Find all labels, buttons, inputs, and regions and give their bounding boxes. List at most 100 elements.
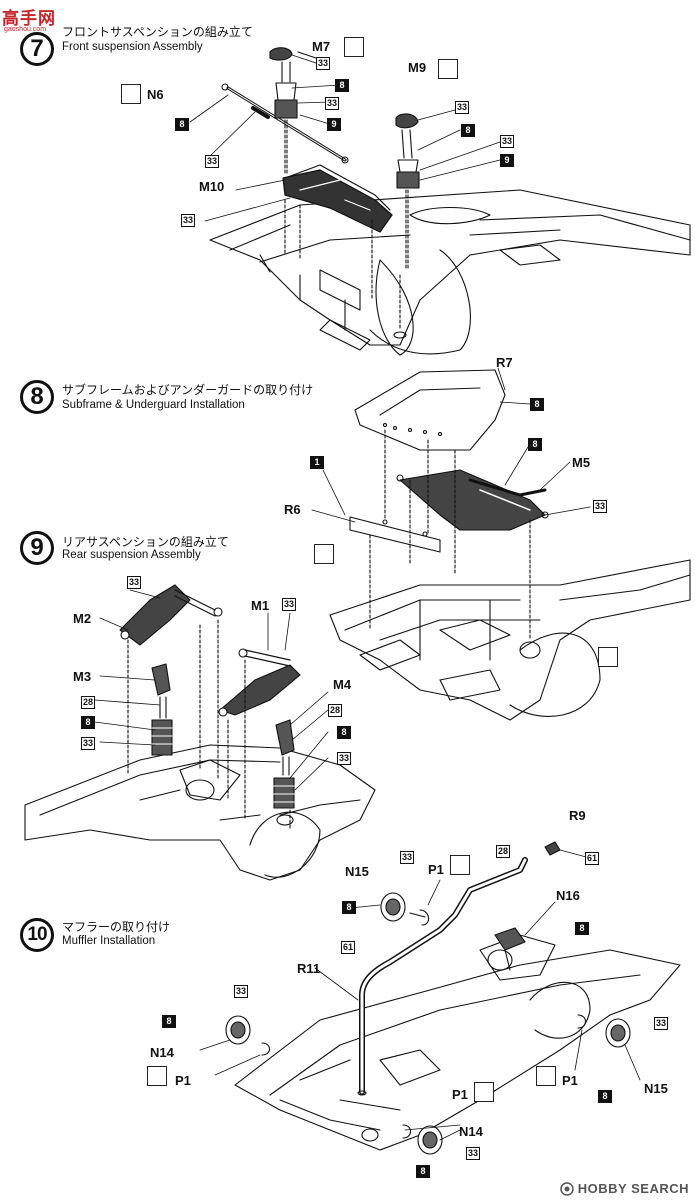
warning-icon-3 (438, 59, 458, 79)
label-m5: M5 (572, 455, 591, 470)
m7-knuckle (269, 47, 317, 176)
step-7-title-en: Front suspension Assembly (62, 41, 203, 53)
step-8-number: 8 (20, 380, 54, 414)
label-m4: M4 (333, 677, 352, 692)
step-9-leaders (94, 589, 329, 791)
warning-icon-2 (121, 84, 141, 104)
label-m2: M2 (73, 611, 92, 626)
step-9-title-en: Rear suspension Assembly (62, 549, 201, 561)
step-7-screw-lines (284, 199, 401, 331)
color-badge-8: 8 (81, 716, 95, 729)
label-n6: N6 (147, 87, 164, 102)
label-r11: R11 (297, 961, 321, 976)
label-m10: M10 (199, 179, 225, 194)
step-8-screw-lines (369, 429, 531, 641)
color-badge-28: 28 (328, 704, 343, 717)
color-badge-33: 33 (500, 135, 515, 148)
color-badge-33: 33 (400, 851, 415, 864)
warning-icon-6 (450, 855, 470, 875)
color-badge-33: 33 (325, 97, 340, 110)
label-r7: R7 (496, 355, 513, 370)
color-badge-8: 8 (528, 438, 542, 451)
color-badge-33: 33 (205, 155, 220, 168)
warning-icon-8 (474, 1082, 494, 1102)
warning-icon-9 (536, 1066, 556, 1086)
site-logo: 高手网 (2, 9, 56, 29)
color-badge-9: 9 (327, 118, 341, 131)
label-m7: M7 (312, 39, 331, 54)
label-n15-right: N15 (644, 1081, 668, 1096)
warning-icon-5 (598, 647, 618, 667)
color-badge-33: 33 (282, 598, 297, 611)
color-badge-8: 8 (162, 1015, 176, 1028)
label-n15-top: N15 (345, 864, 369, 879)
color-badge-8: 8 (530, 398, 544, 411)
step-10-hubs (225, 892, 631, 1155)
color-badge-33: 33 (466, 1147, 481, 1160)
color-badge-8: 8 (598, 1090, 612, 1103)
step-8-title-en: Subframe & Underguard Installation (62, 399, 245, 411)
label-n16: N16 (556, 888, 580, 903)
m10-crossmember (282, 164, 393, 233)
step-7-leaders (189, 54, 501, 222)
n16-part (494, 927, 526, 971)
step-7-number: 7 (20, 32, 54, 66)
color-badge-33: 33 (654, 1017, 669, 1030)
color-badge-8: 8 (575, 922, 589, 935)
step-10-title-jp: マフラーの取り付け (62, 920, 171, 934)
step-10-title-en: Muffler Installation (62, 935, 156, 947)
step-8-title-jp: サブフレームおよびアンダーガードの取り付け (62, 383, 314, 397)
color-badge-8: 8 (416, 1165, 430, 1178)
watermark-logo-icon (560, 1181, 574, 1196)
color-badge-8: 8 (337, 726, 351, 739)
label-r9: R9 (569, 808, 586, 823)
label-p1-bottom: P1 (452, 1087, 468, 1102)
label-m1: M1 (251, 598, 270, 613)
label-p1-left: P1 (175, 1073, 191, 1088)
step-10-leaders (199, 849, 641, 1141)
color-badge-28: 28 (496, 845, 511, 858)
warning-icon-1 (344, 37, 364, 57)
site-logo-sub: gaoshou.com (4, 26, 47, 33)
label-p1-top: P1 (428, 862, 444, 877)
color-badge-9: 9 (500, 154, 514, 167)
step-9-title-jp: リアサスペンションの組み立て (62, 535, 229, 549)
m5-subframe (396, 469, 549, 531)
color-badge-8: 8 (342, 901, 356, 914)
r6-plate (349, 516, 441, 553)
warning-icon-7 (147, 1066, 167, 1086)
m2-arm (119, 584, 223, 646)
step-8-leaders (311, 367, 591, 523)
r7-underguard (354, 369, 506, 451)
color-badge-8: 8 (335, 79, 349, 92)
hobby-search-watermark: HOBBY SEARCH (560, 1181, 689, 1196)
label-n14-left: N14 (150, 1045, 174, 1060)
color-badge-33: 33 (593, 500, 608, 513)
color-badge-8: 8 (175, 118, 189, 131)
label-p1-right: P1 (562, 1073, 578, 1088)
watermark-text: HOBBY SEARCH (577, 1181, 689, 1196)
color-badge-61: 61 (585, 852, 600, 865)
color-badge-28: 28 (81, 696, 96, 709)
step-8-chassis (329, 559, 691, 721)
m4-shock (273, 719, 295, 809)
step-9-number: 9 (20, 531, 54, 565)
step-7-chassis (209, 189, 691, 356)
color-badge-33: 33 (81, 737, 96, 750)
warning-icon-4 (314, 544, 334, 564)
color-badge-33: 33 (455, 101, 470, 114)
color-badge-33: 33 (127, 576, 142, 589)
r11-muffler-pipe (357, 857, 528, 1096)
step-10-chassis (234, 934, 681, 1151)
color-badge-1: 1 (310, 456, 324, 469)
step-9-screw-lines (127, 619, 291, 831)
label-m9: M9 (408, 60, 427, 75)
color-badge-33: 33 (337, 752, 352, 765)
color-badge-33: 33 (234, 985, 249, 998)
color-badge-33: 33 (316, 57, 331, 70)
m9-knuckle (395, 113, 420, 271)
color-badge-33: 33 (181, 214, 196, 227)
label-r6: R6 (284, 502, 301, 517)
